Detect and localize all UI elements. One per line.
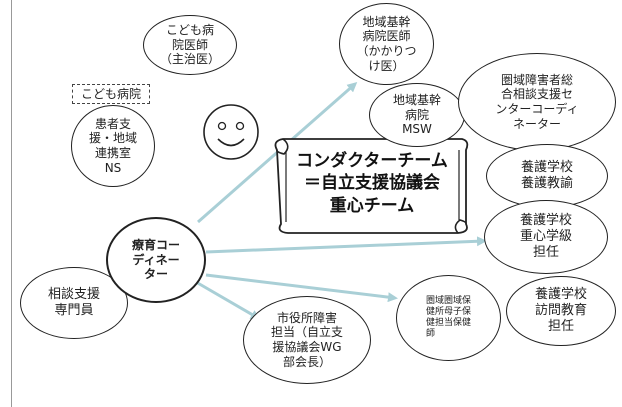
node-coordinator-center: 療育コー ディネー ター <box>106 217 206 303</box>
arrow-to-health-center <box>205 273 398 303</box>
node-label: 地域基幹 病院 MSW <box>392 93 441 137</box>
hospital-label-box: こども病院 <box>72 84 150 104</box>
node-city-office: 市役所障害 担当（自立支 援協議会WG 部会長） <box>243 296 371 384</box>
node-school-nurse: 養護学校 養護教諭 <box>486 144 608 208</box>
node-regional-doctor: 地域基幹 病院医師 （かかりつ け医） <box>339 3 434 85</box>
node-school-class-teacher: 養護学校 重心学級 担任 <box>484 200 608 274</box>
node-label: 養護学校 重心学級 担任 <box>519 213 572 260</box>
node-regional-msw: 地域基幹 病院 MSW <box>369 83 465 147</box>
node-label: 圏域圏域保 健所母子保 健担当保健 師 <box>425 296 471 339</box>
node-label: 相談支援 専門員 <box>47 287 100 318</box>
node-label: 養護学校 訪問教育 担任 <box>534 287 587 334</box>
node-label: 地域基幹 病院医師 （かかりつ け医） <box>356 14 417 73</box>
node-label: 市役所障害 担当（自立支 援協議会WG 部会長） <box>270 310 343 369</box>
node-label: 患者支 援・地域 連携室 NS <box>88 116 137 175</box>
node-health-center: 圏域圏域保 健所母子保 健担当保健 師 <box>396 275 501 361</box>
node-disability-center: 圏域障害者総 合相談支援セ ンターコーディ ネーター <box>458 53 616 151</box>
node-label: 養護学校 養護教諭 <box>520 160 573 191</box>
node-patient-support-ns: 患者支 援・地域 連携室 NS <box>71 105 155 187</box>
smiley-face-icon <box>203 104 259 160</box>
page-margin-line <box>11 0 12 407</box>
scroll-banner <box>274 138 469 234</box>
node-label: 療育コー ディネー ター <box>131 238 180 282</box>
node-consult-specialist: 相談支援 専門員 <box>20 267 128 339</box>
hospital-label: こども病院 <box>80 86 141 101</box>
node-label: こども病 院医師 （主治医） <box>159 23 220 67</box>
arrow-to-school-class <box>205 236 487 254</box>
node-label: 圏域障害者総 合相談支援セ ンターコーディ ネーター <box>495 72 579 131</box>
banner-title: コンダクターチーム ＝自立支援協議会 重心チーム <box>296 151 448 216</box>
node-school-visit-teacher: 養護学校 訪問教育 担任 <box>506 276 616 346</box>
node-pediatric-doctor: こども病 院医師 （主治医） <box>143 15 237 75</box>
arrow-to-city-office <box>195 280 261 320</box>
